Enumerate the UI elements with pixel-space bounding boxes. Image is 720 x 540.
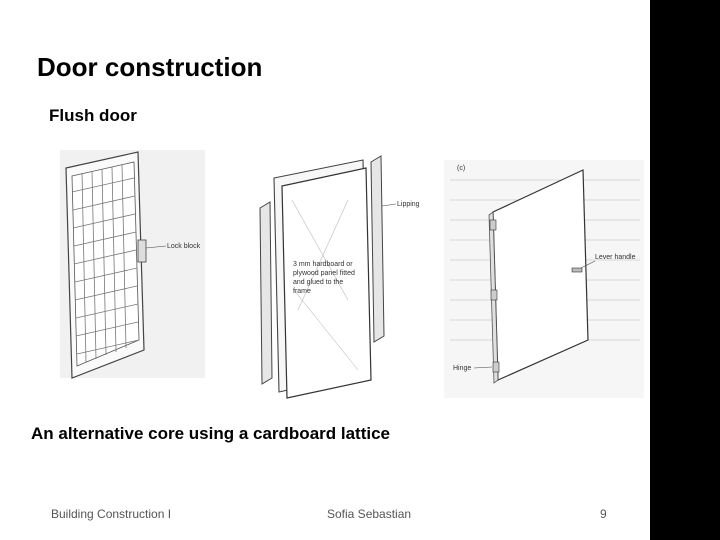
footer-page-number: 9 — [600, 507, 607, 521]
figure-caption: An alternative core using a cardboard la… — [31, 424, 391, 443]
label-panel-line-3: and glued to the — [293, 279, 343, 286]
label-lever-handle: Lever handle — [595, 254, 636, 261]
slide-subtitle: Flush door — [49, 106, 137, 125]
label-panel-line-2: plywood panel fitted — [293, 270, 355, 277]
label-panel-line-1: 3 mm hardboard or — [293, 261, 353, 268]
label-lipping: Lipping — [397, 201, 420, 208]
label-lock-block: Lock block — [167, 243, 201, 250]
finished-door-drawing: (c) Lever handle Hinge — [444, 160, 644, 398]
footer-author: Sofia Sebastian — [327, 507, 412, 521]
door-construction-figure: Lock block Lipping 3 mm hardboard or ply… — [60, 150, 644, 399]
label-part-c: (c) — [457, 165, 465, 172]
slide-title: Door construction — [37, 52, 263, 82]
footer-course: Building Construction I — [51, 507, 172, 521]
lattice-core-drawing: Lock block — [60, 150, 205, 379]
label-panel: 3 mm hardboard or plywood panel fitted a… — [293, 261, 357, 295]
exploded-door-drawing: Lipping 3 mm hardboard or plywood panel … — [259, 155, 420, 399]
label-hinge: Hinge — [453, 365, 471, 372]
side-bar — [650, 0, 720, 540]
label-panel-line-4: frame — [293, 288, 311, 295]
